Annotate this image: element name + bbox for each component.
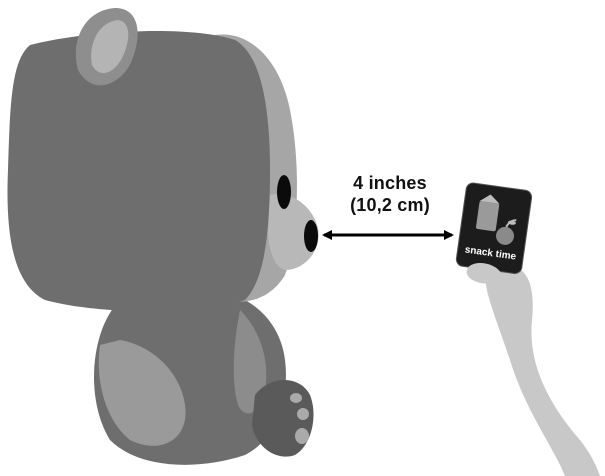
arm-shape: [486, 265, 600, 476]
distance-inches-label: 4 inches: [330, 172, 450, 194]
teddy-bear: [7, 8, 318, 465]
hand: [486, 265, 600, 476]
distance-cm-label: (10,2 cm): [330, 194, 450, 216]
bear-eye: [277, 175, 291, 209]
foot-pad: [290, 393, 302, 403]
foot-pad: [295, 428, 309, 444]
bear-nose: [304, 220, 318, 252]
bear-head: [7, 31, 270, 311]
foot-pad: [297, 408, 309, 420]
